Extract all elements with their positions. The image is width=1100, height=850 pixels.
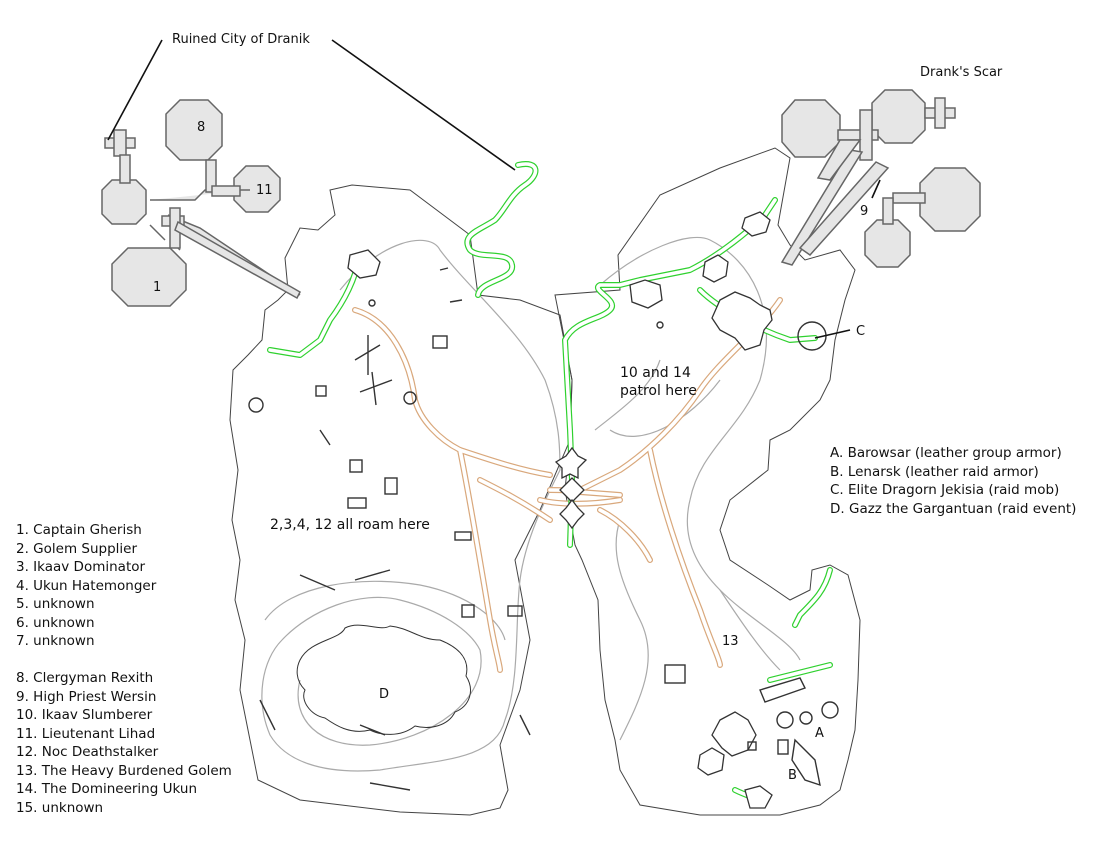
letter-legend-item: D. Gazz the Gargantuan (raid event) <box>830 500 1077 517</box>
marker-8: 8 <box>197 120 206 135</box>
nw-dungeon-complex <box>101 99 301 307</box>
npc-legend-item: 15. unknown <box>16 799 104 816</box>
terrain-contours <box>261 236 801 772</box>
npc-legend-item: 5. unknown <box>16 596 95 612</box>
npc-legend-item: 2. Golem Supplier <box>16 540 138 557</box>
npc-legend-item: 9. High Priest Wersin <box>16 688 157 705</box>
central-spiked-structures <box>347 211 773 809</box>
right-landmass-outline <box>554 147 861 816</box>
letter-legend-item: A. Barowsar (leather group armor) <box>830 445 1062 461</box>
marker-11: 11 <box>256 183 273 198</box>
npc-legend-item: 12. Noc Deathstalker <box>16 744 159 760</box>
letter-legend-item: C. Elite Dragorn Jekisia (raid mob) <box>830 482 1060 498</box>
marker-13: 13 <box>722 634 739 649</box>
npc-legend-item: 8. Clergyman Rexith <box>16 670 154 686</box>
npc-legend-item: 6. unknown <box>16 614 95 631</box>
patrol-note-label: 10 and 14 patrol here <box>620 365 697 399</box>
npc-legend-item: 4. Ukun Hatemonger <box>16 577 157 594</box>
npc-legend-item: 14. The Domineering Ukun <box>16 781 197 797</box>
dranks-scar-label: Drank's Scar <box>920 65 1003 80</box>
scattered-buildings <box>248 267 839 791</box>
blob-region-d <box>296 624 471 735</box>
npc-legend: 1. Captain Gherish 2. Golem Supplier 3. … <box>16 521 232 817</box>
callout-lines <box>107 39 881 339</box>
npc-legend-item: 13. The Heavy Burdened Golem <box>16 762 232 779</box>
npc-legend-item: 11. Lieutenant Lihad <box>16 725 156 742</box>
marker-a: A <box>815 726 824 741</box>
letter-legend-item: B. Lenarsk (leather raid armor) <box>830 463 1039 480</box>
ne-dungeon-complex <box>780 89 981 268</box>
marker-9: 9 <box>860 204 869 219</box>
npc-legend-item: 10. Ikaav Slumberer <box>16 707 153 723</box>
marker-1: 1 <box>153 280 162 295</box>
ruined-city-label: Ruined City of Dranik <box>172 32 310 47</box>
npc-legend-item: 3. Ikaav Dominator <box>16 559 146 575</box>
marker-b: B <box>788 768 797 783</box>
marker-c: C <box>856 324 866 339</box>
npc-legend-item: 1. Captain Gherish <box>16 522 142 538</box>
letter-legend: A. Barowsar (leather group armor) B. Len… <box>830 444 1076 518</box>
npc-legend-spacer <box>16 651 232 670</box>
npc-legend-item: 7. unknown <box>16 633 95 649</box>
marker-d: D <box>379 687 390 702</box>
roam-note-label: 2,3,4, 12 all roam here <box>270 517 430 533</box>
